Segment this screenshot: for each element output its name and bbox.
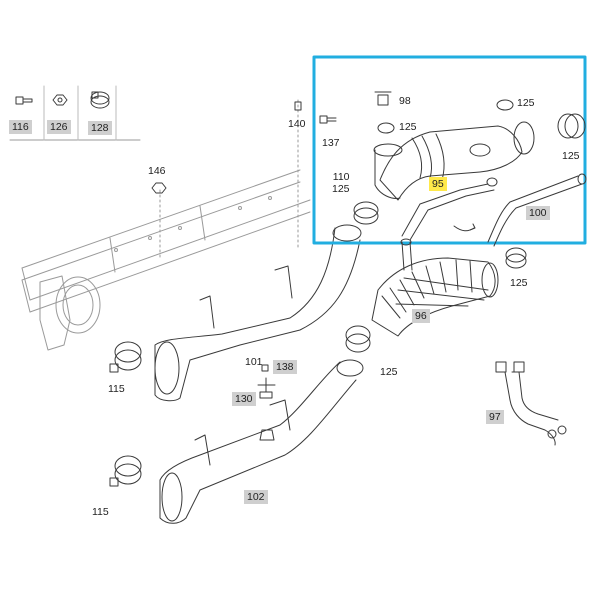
- charge-air-pipe-upper: [154, 224, 362, 402]
- hose-assembly-97: [495, 361, 567, 446]
- clamp-125-top: [377, 122, 395, 134]
- callout-146: 146: [148, 165, 166, 177]
- connector-tube: [401, 241, 413, 271]
- callout-125-right: 125: [562, 150, 580, 162]
- callout-138: 138: [273, 360, 297, 374]
- callout-110-125: 110 125: [332, 171, 350, 195]
- callout-137: 137: [322, 137, 340, 149]
- cap-98: [374, 91, 392, 106]
- callout-125-top: 125: [517, 97, 535, 109]
- air-intake-elbow: [373, 121, 535, 201]
- callout-110: 110: [332, 171, 350, 183]
- direction-arrow: [453, 223, 476, 232]
- callout-102: 102: [244, 490, 268, 504]
- callout-125-mid: 125: [510, 277, 528, 289]
- callout-98: 98: [399, 95, 411, 107]
- bolt-137: [319, 115, 337, 124]
- callout-125-low: 125: [380, 366, 398, 378]
- hose-clamp-icon: [90, 91, 110, 109]
- callout-130: 130: [232, 392, 256, 406]
- callout-97: 97: [486, 410, 504, 424]
- callout-125-clamp: 125: [399, 121, 417, 133]
- hose-clamp-115-lower: [109, 455, 142, 487]
- tube-95: [400, 177, 498, 246]
- highlight-frame: [312, 55, 587, 245]
- bolt-icon: [15, 96, 33, 105]
- corrugated-hose-96: [371, 257, 499, 337]
- callout-116: 116: [9, 120, 32, 134]
- callout-128: 128: [88, 121, 112, 135]
- callout-115-lower: 115: [92, 506, 109, 518]
- callout-101: 101: [245, 356, 263, 368]
- clamp-125-top-right: [496, 99, 514, 111]
- nut-icon: [52, 94, 68, 106]
- bolt-140-icon: [294, 101, 302, 111]
- bracket-101: [257, 364, 276, 441]
- callout-96: 96: [412, 309, 430, 323]
- callout-115-upper: 115: [108, 383, 125, 395]
- callout-126: 126: [47, 120, 71, 134]
- hose-clamp-115-upper: [109, 341, 142, 373]
- nut-146-icon: [151, 182, 167, 194]
- callout-100: 100: [526, 206, 550, 220]
- clamp-125-right: [557, 113, 586, 139]
- callout-95-highlighted: 95: [429, 177, 447, 191]
- hose-clamp-125-mid: [505, 247, 527, 269]
- hose-clamp-125-low: [345, 325, 371, 353]
- hose-100: [487, 173, 587, 247]
- frame-rail: [21, 99, 311, 351]
- charge-air-pipe-lower: [159, 359, 364, 524]
- clamp-110-125: [353, 201, 379, 225]
- callout-140: 140: [288, 118, 306, 130]
- callout-125-left: 125: [332, 183, 350, 195]
- legend-fasteners: [9, 85, 141, 141]
